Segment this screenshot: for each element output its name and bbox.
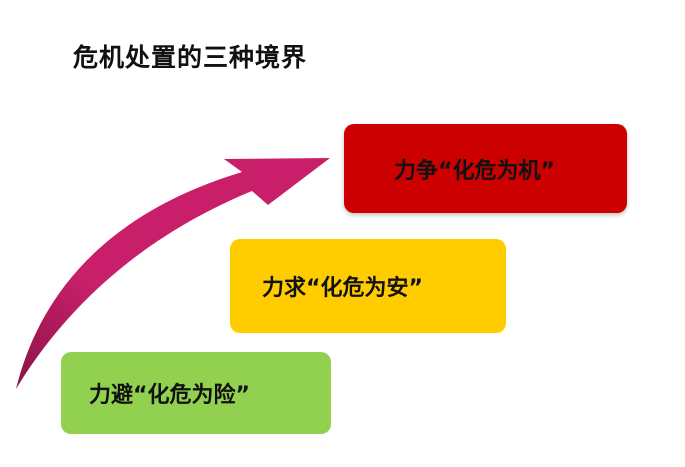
- step-label: 力争“化危为机”: [394, 158, 555, 184]
- step-avoid-danger: 力避“化危为险”: [61, 352, 331, 434]
- page-title: 危机处置的三种境界: [73, 43, 308, 72]
- step-label: 力求“化危为安”: [262, 276, 423, 301]
- arrow-shape: [16, 158, 330, 389]
- step-label: 力避“化危为险”: [89, 383, 250, 408]
- step-seek-safety: 力求“化危为安”: [230, 239, 506, 333]
- step-seize-opportunity: 力争“化危为机”: [344, 124, 627, 213]
